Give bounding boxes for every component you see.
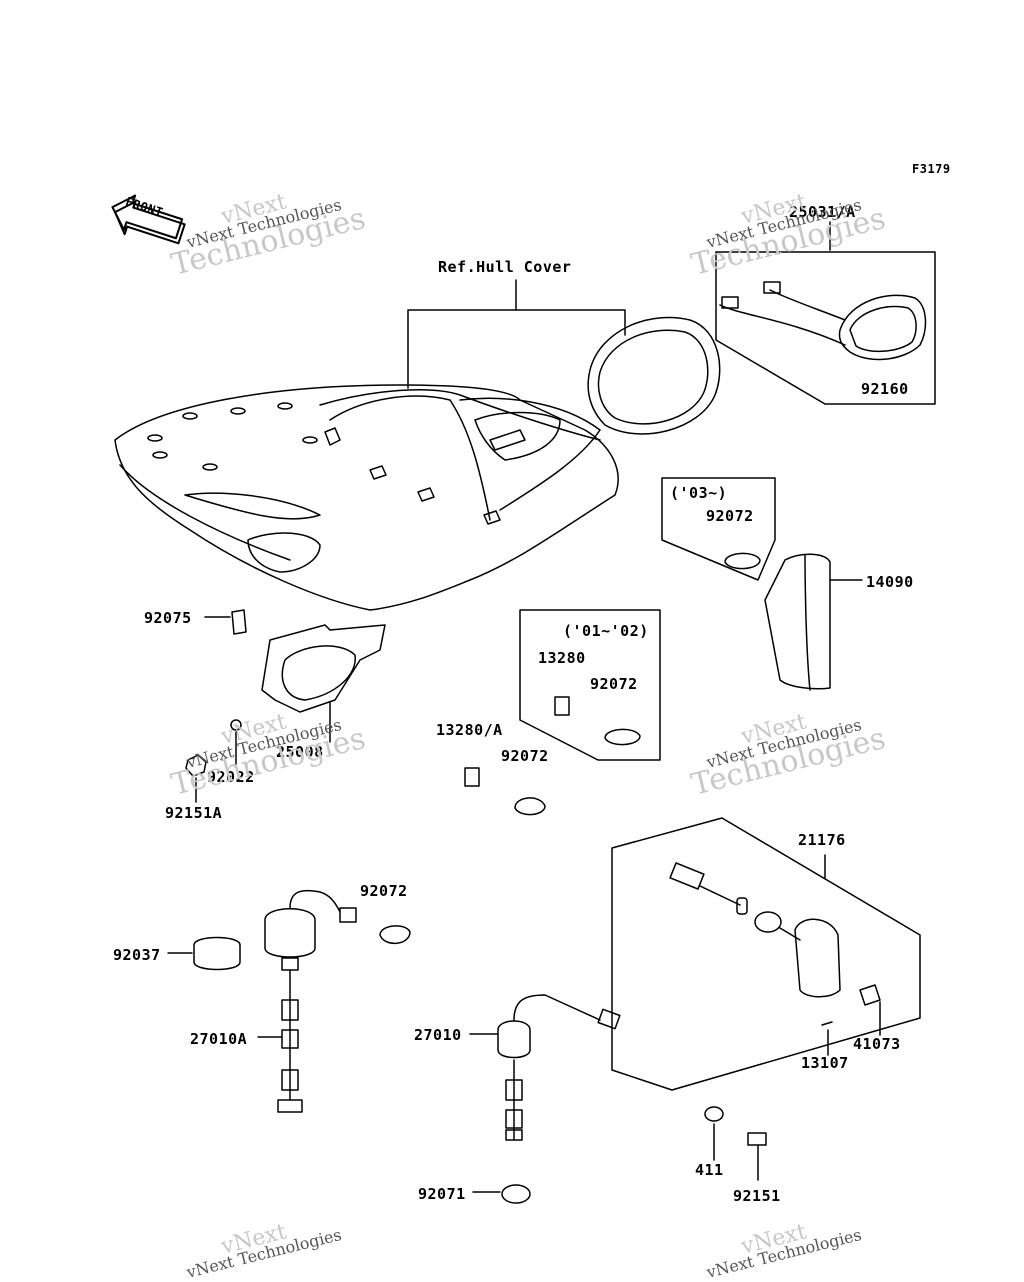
clip-box-01-02 bbox=[519, 609, 661, 761]
clamp-92037 bbox=[193, 936, 241, 971]
part-411: 411 bbox=[695, 1161, 724, 1179]
sensor-assembly bbox=[669, 862, 881, 1026]
figure-code: F3179 bbox=[912, 162, 951, 176]
part-13280: 13280 bbox=[538, 649, 586, 667]
part-14090: 14090 bbox=[866, 573, 914, 591]
part-92071: 92071 bbox=[418, 1185, 466, 1203]
part-92151A: 92151A bbox=[165, 804, 223, 822]
fuel-sender-27010A bbox=[264, 889, 357, 1113]
part-41073: 41073 bbox=[853, 1035, 901, 1053]
label-13280 bbox=[554, 696, 570, 716]
clip-box-03 bbox=[661, 477, 776, 581]
part-01-02: ('01~'02) bbox=[563, 622, 649, 640]
washer-92022 bbox=[230, 719, 242, 731]
part-25008: 25008 bbox=[276, 743, 324, 761]
part-92160: 92160 bbox=[861, 380, 909, 398]
sensor-box-21176 bbox=[611, 817, 921, 1091]
hull-cover-ring bbox=[587, 316, 721, 435]
part-13280A: 13280/A bbox=[436, 721, 503, 739]
front-arrow-icon bbox=[111, 194, 186, 245]
part-92072-b: 92072 bbox=[590, 675, 638, 693]
clip-92072 bbox=[514, 797, 546, 816]
part-92072-d: 92072 bbox=[360, 882, 408, 900]
part-92075 bbox=[231, 609, 247, 635]
part-25031A: 25031/A bbox=[789, 203, 856, 221]
part-13107: 13107 bbox=[801, 1054, 849, 1072]
clip-icon bbox=[724, 552, 761, 570]
part-92037: 92037 bbox=[113, 946, 161, 964]
fuel-sender-27010 bbox=[497, 994, 621, 1141]
part-03: ('03~) bbox=[670, 484, 728, 502]
ref-hull-cover-label: Ref.Hull Cover bbox=[438, 258, 572, 276]
nut-92151A bbox=[185, 754, 207, 777]
part-27010: 27010 bbox=[414, 1026, 462, 1044]
bolt-92151 bbox=[747, 1132, 767, 1181]
hull-cover-bracket bbox=[407, 309, 626, 389]
part-21176: 21176 bbox=[798, 831, 846, 849]
clip-92072-b bbox=[379, 925, 411, 944]
hull-body bbox=[114, 384, 619, 611]
grommet-92071 bbox=[501, 1184, 531, 1204]
label-13280A bbox=[464, 767, 480, 787]
part-92151: 92151 bbox=[733, 1187, 781, 1205]
part-92022: 92022 bbox=[207, 768, 255, 786]
meter-assembly bbox=[719, 281, 927, 361]
part-92072-c: 92072 bbox=[501, 747, 549, 765]
part-27010A: 27010A bbox=[190, 1030, 248, 1048]
part-92072-a: 92072 bbox=[706, 507, 754, 525]
part-92075: 92075 bbox=[144, 609, 192, 627]
bracket-25008 bbox=[261, 624, 386, 713]
cover-14090 bbox=[764, 553, 863, 691]
washer-411 bbox=[704, 1106, 724, 1122]
meter-box bbox=[715, 251, 936, 405]
